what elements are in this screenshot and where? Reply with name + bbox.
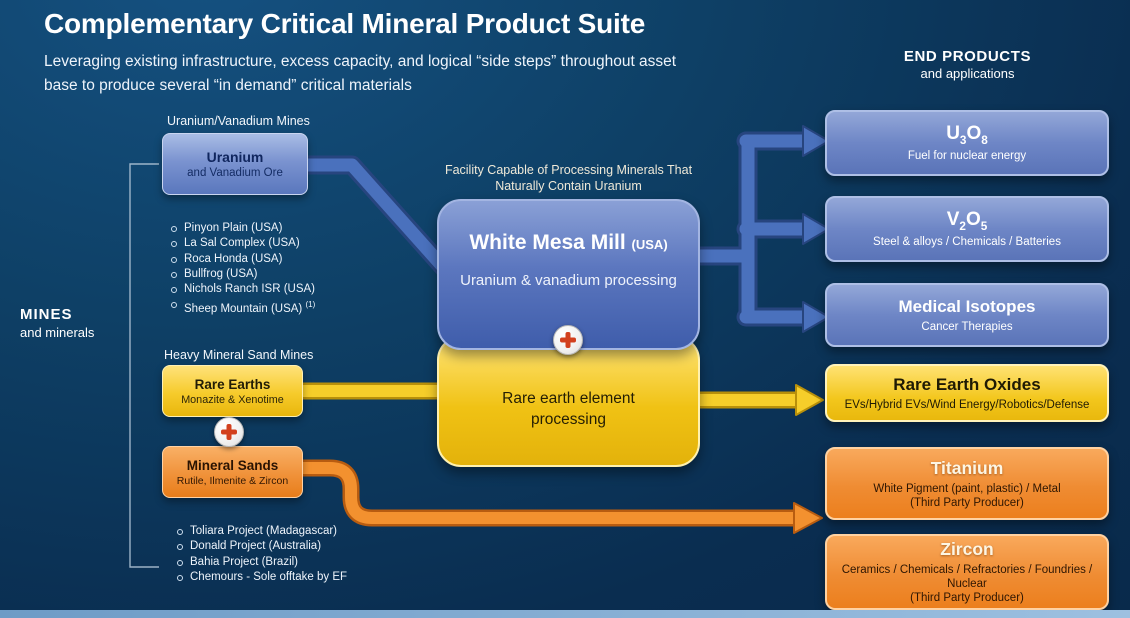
end-product-titanium-title: Titanium: [930, 457, 1004, 478]
end-product-rare-earth-oxides-title: Rare Earth Oxides: [893, 374, 1041, 394]
rare-earths-box: Rare Earths Monazite & Xenotime: [162, 365, 303, 417]
footnote-marker: (1): [305, 300, 316, 310]
orange-arrowhead: [793, 502, 823, 534]
end-product-zircon-title: Zircon: [940, 539, 994, 559]
end-product-v2o5-desc: Steel & alloys / Chemicals / Batteries: [873, 236, 1061, 249]
end-product-medical-isotopes-desc: Cancer Therapies: [921, 320, 1013, 333]
end-product-zircon-desc2: (Third Party Producer): [910, 592, 1024, 604]
mineral-sands-box: Mineral Sands Rutile, Ilmenite & Zircon: [162, 446, 303, 498]
uranium-ore-box: Uranium and Vanadium Ore: [162, 133, 308, 195]
mill-caption-line-1: Facility Capable of Processing Minerals …: [444, 163, 693, 177]
end-product-medical-isotopes-title: Medical Isotopes: [898, 296, 1036, 316]
end-product-titanium-desc: White Pigment (paint, plastic) / Metal: [873, 482, 1061, 495]
project-list-item: Chemours - Sole offtake by EF: [176, 570, 347, 585]
project-list-item: Bahia Project (Brazil): [176, 555, 347, 570]
mill-caption-line-2: Naturally Contain Uranium: [495, 179, 642, 193]
mill-title: White Mesa Mill (USA): [469, 231, 668, 254]
end-product-medical-isotopes: Medical Isotopes Cancer Therapies: [825, 283, 1109, 347]
end-product-titanium-desc2: (Third Party Producer): [910, 496, 1024, 509]
mine-list-item: Bullfrog (USA): [170, 267, 315, 282]
end-product-v2o5-title: V2O5: [946, 208, 988, 233]
end-product-u3o8-desc: Fuel for nuclear energy: [907, 150, 1027, 163]
yellow-arrows: [292, 382, 824, 416]
mines-label-subtitle: and minerals: [20, 325, 95, 340]
mine-list-item: Nichols Ranch ISR (USA): [170, 282, 315, 297]
end-product-zircon: Zircon Ceramics / Chemicals / Refractori…: [825, 534, 1109, 610]
page-subtitle: Leveraging existing infrastructure, exce…: [44, 50, 676, 98]
end-product-titanium: Titanium White Pigment (paint, plastic) …: [825, 447, 1109, 520]
plus-icon-left: [214, 417, 244, 447]
yellow-arrowhead: [795, 384, 824, 416]
orange-arrow: [292, 459, 823, 534]
rare-earths-title: Rare Earths: [194, 376, 271, 392]
project-list-item: Toliara Project (Madagascar): [176, 524, 347, 539]
hms-project-list: Toliara Project (Madagascar) Donald Proj…: [176, 524, 347, 585]
end-product-u3o8: U3O8 Fuel for nuclear energy: [825, 110, 1109, 176]
end-product-v2o5: V2O5 Steel & alloys / Chemicals / Batter…: [825, 196, 1109, 262]
uranium-ore-title: Uranium: [206, 149, 264, 165]
mines-label-title: MINES: [20, 306, 73, 323]
bottom-accent-strip: [0, 610, 1130, 618]
mines-label: MINES and minerals: [20, 306, 94, 340]
ree-processing-label: Rare earth element processing: [502, 389, 635, 428]
blue-arrowheads: [802, 125, 830, 333]
end-product-u3o8-title: U3O8: [946, 122, 988, 147]
uranium-mine-list: Pinyon Plain (USA) La Sal Complex (USA) …: [170, 221, 315, 318]
end-products-title: END PRODUCTS: [903, 48, 1032, 65]
subtitle-line-2: base to produce several “in demand” crit…: [44, 77, 412, 94]
mill-title-suffix: (USA): [631, 237, 668, 252]
end-products-subtitle: and applications: [920, 66, 1015, 81]
end-product-rare-earth-oxides: Rare Earth Oxides EVs/Hybrid EVs/Wind En…: [825, 364, 1109, 422]
mineral-sands-subtitle: Rutile, Ilmenite & Zircon: [176, 474, 289, 487]
end-product-rare-earth-oxides-desc: EVs/Hybrid EVs/Wind Energy/Robotics/Defe…: [844, 398, 1090, 411]
blue-arrows: [296, 134, 813, 324]
page-title: Complementary Critical Mineral Product S…: [44, 8, 646, 39]
end-products-header: END PRODUCTS and applications: [845, 48, 1090, 81]
end-product-zircon-desc: Ceramics / Chemicals / Refractories / Fo…: [841, 564, 1093, 590]
hms-mines-header: Heavy Mineral Sand Mines: [164, 348, 314, 362]
mine-list-item: Roca Honda (USA): [170, 252, 315, 267]
mines-bracket-line: [129, 163, 159, 568]
uranium-ore-subtitle: and Vanadium Ore: [187, 167, 283, 179]
subtitle-line-1: Leveraging existing infrastructure, exce…: [44, 53, 677, 70]
project-list-item: Donald Project (Australia): [176, 539, 347, 554]
rare-earths-subtitle: Monazite & Xenotime: [181, 393, 284, 406]
mill-caption: Facility Capable of Processing Minerals …: [437, 162, 700, 194]
mineral-sands-title: Mineral Sands: [186, 457, 279, 473]
ree-processing-box: Rare earth element processing: [437, 336, 700, 467]
mine-list-item: Sheep Mountain (USA) (1): [170, 297, 315, 317]
uranium-mines-header: Uranium/Vanadium Mines: [167, 114, 310, 128]
mill-subtitle: Uranium & vanadium processing: [460, 272, 677, 289]
mine-list-item: Pinyon Plain (USA): [170, 221, 315, 236]
mine-list-item: La Sal Complex (USA): [170, 236, 315, 251]
plus-icon-center: [553, 325, 583, 355]
